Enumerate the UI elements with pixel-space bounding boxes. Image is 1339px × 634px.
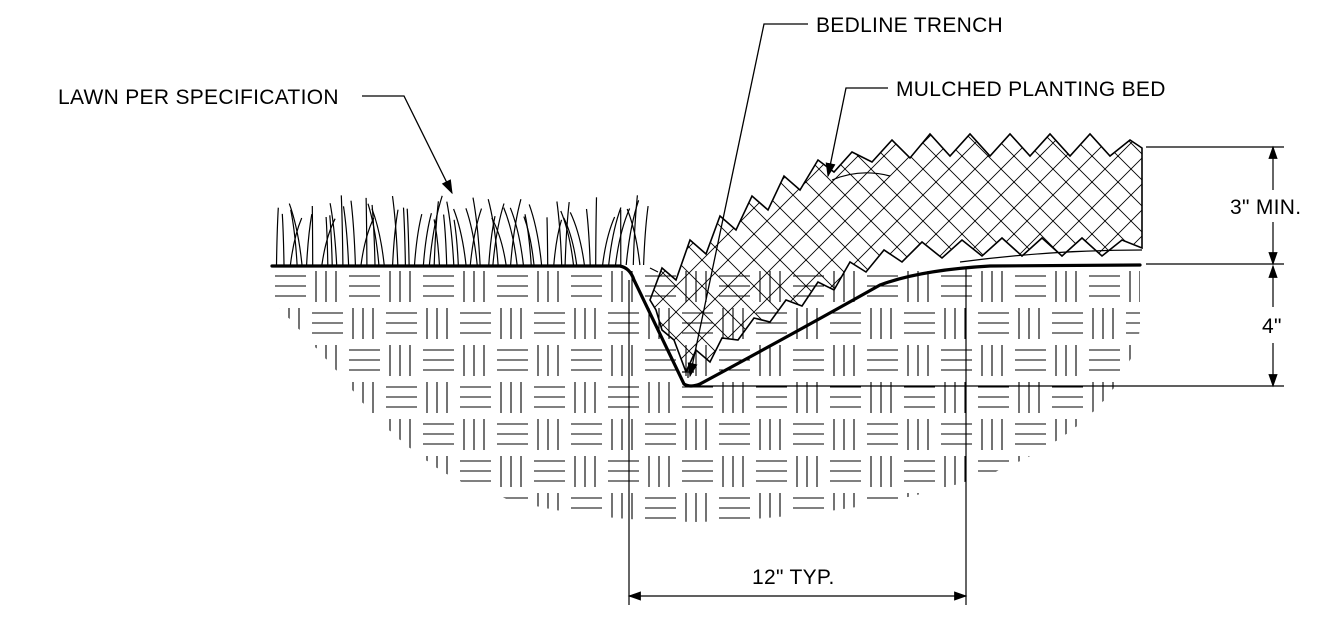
grass-blade (524, 214, 532, 266)
dimension-lines (627, 145, 1284, 605)
grass-blade (365, 197, 368, 266)
grass-blade (563, 217, 578, 266)
grass-blade (491, 217, 507, 266)
mulched-planting-bed-label: MULCHED PLANTING BED (896, 78, 1166, 101)
grass-blade (406, 208, 410, 266)
grass-blade (560, 210, 575, 266)
grass-blade (453, 208, 467, 266)
grass-blade (528, 204, 543, 266)
grass-blade (510, 199, 522, 266)
grass-blade (371, 208, 385, 266)
grass-blade (329, 203, 338, 266)
bedline-trench-label: BEDLINE TRENCH (816, 14, 1003, 37)
grass-blade (288, 203, 303, 266)
grass-blade (523, 216, 535, 266)
grass-blade (329, 215, 333, 266)
grass-blade (275, 207, 279, 266)
grass-blade (433, 219, 440, 266)
lawn-grass-blades (275, 195, 649, 266)
grass-blade (632, 195, 638, 266)
grass-blade (626, 208, 641, 266)
grass-blade (472, 197, 481, 266)
grass-blade (367, 203, 380, 266)
grass-blade (643, 206, 649, 266)
grass-blade (469, 208, 483, 266)
grass-blade (413, 213, 423, 266)
grass-blade (602, 216, 616, 266)
finish-grade-line (270, 263, 1142, 388)
grass-blade (465, 208, 478, 266)
grass-blade (488, 215, 496, 266)
grass-blade (340, 195, 344, 266)
grass-blade (281, 213, 285, 266)
grass-blade (546, 217, 549, 266)
grass-blade (443, 214, 448, 266)
grass-blade (487, 199, 499, 266)
grass-blade (402, 207, 406, 266)
leader-lines (362, 23, 888, 378)
grass-blade (569, 212, 585, 266)
grass-blade (342, 206, 350, 266)
grass-blade (422, 213, 432, 266)
grass-blade (306, 213, 313, 266)
grass-blade (446, 201, 455, 266)
grass-blade (325, 216, 329, 266)
grass-blade (585, 208, 591, 266)
mulch-bed (649, 132, 1143, 375)
grass-blade (595, 197, 598, 266)
grass-blade (608, 207, 622, 266)
trench-width-label: 12" TYP. (752, 566, 835, 589)
grass-blade (350, 200, 356, 266)
lawn-label: LAWN PER SPECIFICATION (58, 86, 339, 109)
trench-depth-label: 4" (1262, 315, 1282, 338)
grass-blade (503, 207, 518, 266)
grass-blade (553, 219, 563, 266)
grass-blade (428, 195, 443, 266)
grass-blade (391, 196, 399, 266)
grass-blade (290, 209, 298, 266)
grass-blade (392, 209, 399, 266)
grass-blade (509, 207, 524, 266)
grass-blade (453, 219, 459, 266)
grass-blade (556, 201, 563, 266)
mulch-depth-label: 3" MIN. (1230, 196, 1301, 219)
